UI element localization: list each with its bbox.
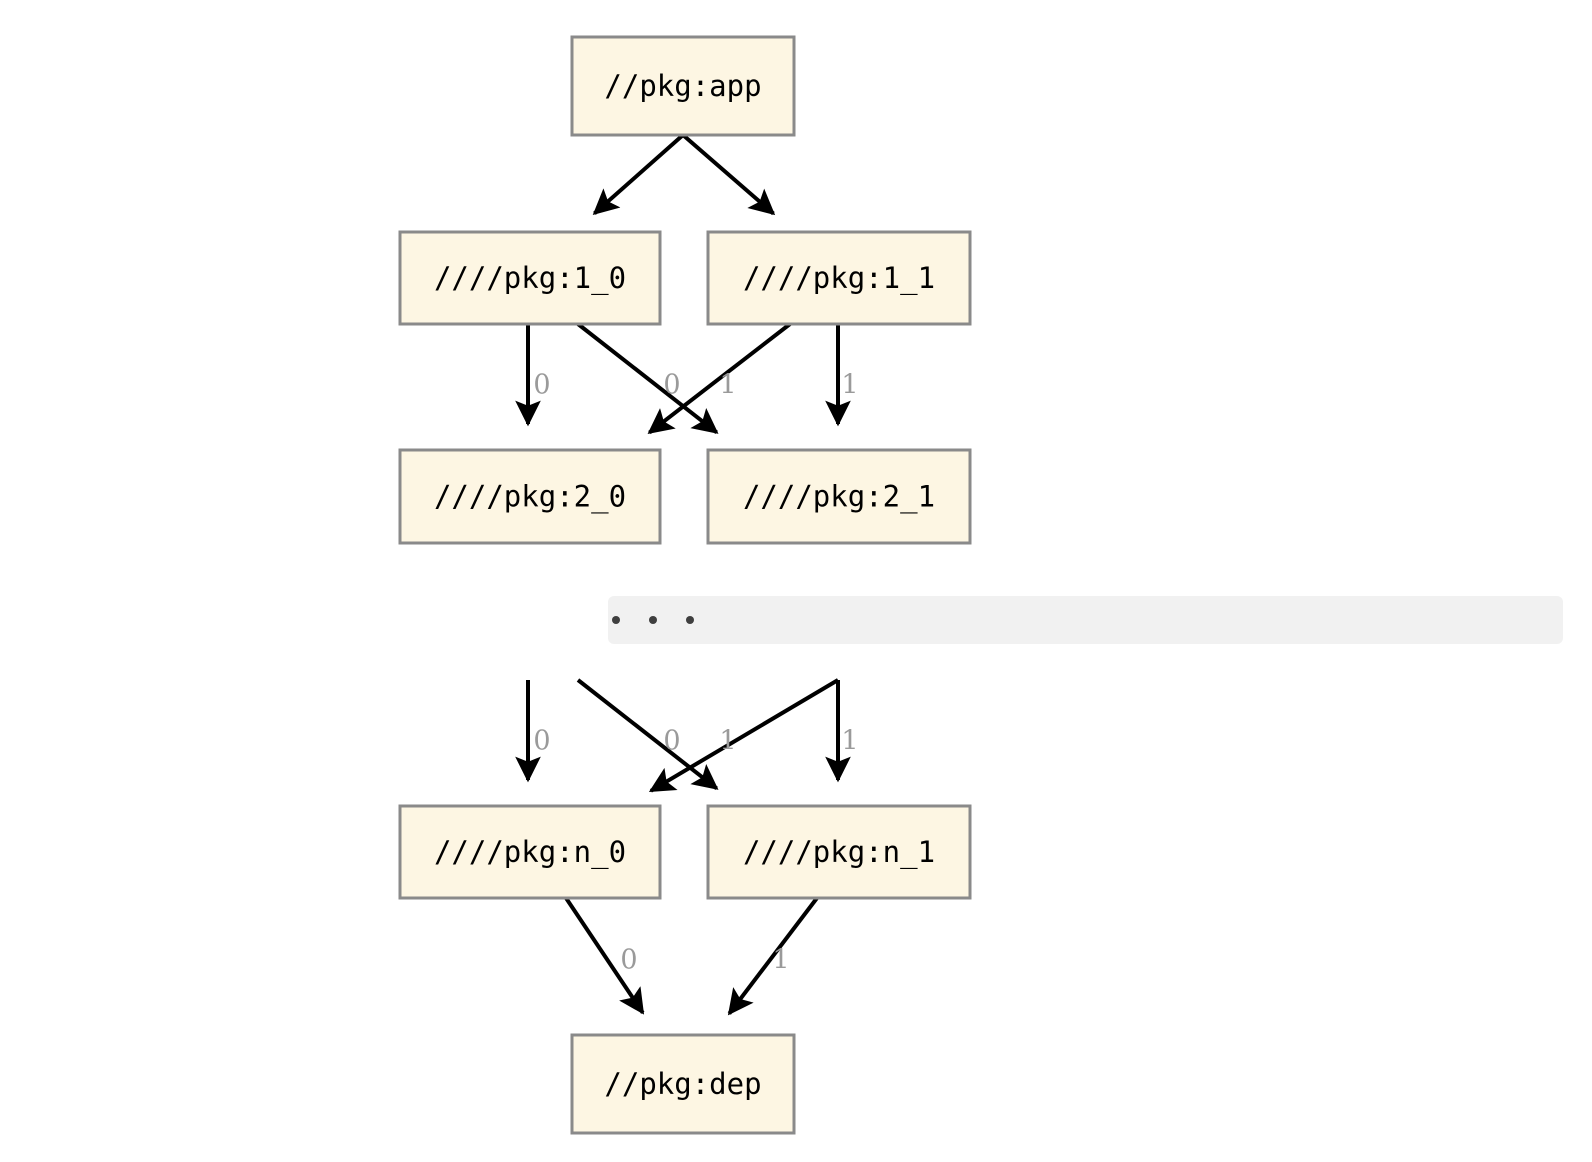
edge-line: [681, 133, 776, 216]
edge-label: 0: [663, 726, 680, 757]
edge-line: [576, 322, 719, 435]
edge-line: [592, 133, 685, 215]
edge-n1_1-to-n2_1: 1: [825, 324, 859, 427]
edge-label: 1: [719, 370, 736, 401]
edges-layer: 0 0 1 1 0 0 1 1 0 1: [515, 133, 859, 1016]
ellipsis-dot-0: [612, 616, 620, 624]
node-box[interactable]: [570, 35, 796, 137]
node-dep[interactable]: //pkg:dep: [570, 1033, 796, 1135]
edge-nn_0-to-dep: 0: [564, 896, 645, 1015]
node-box[interactable]: [398, 804, 662, 900]
edge-to-nn_1: 1: [825, 680, 859, 783]
nodes-layer: //pkg:app ////pkg:1_0 ////pkg:1_1 ////pkg:2…: [398, 35, 972, 1135]
node-n2_0[interactable]: ////pkg:2_0: [398, 448, 662, 545]
node-label: ////pkg:1_1: [743, 261, 935, 296]
node-nn_1[interactable]: ////pkg:n_1: [706, 804, 972, 900]
node-box[interactable]: [398, 230, 662, 326]
node-label: ////pkg:1_0: [434, 261, 626, 296]
edge-app-to-n1_0: [592, 133, 685, 215]
edge-line: [727, 896, 819, 1016]
edge-label: 0: [533, 370, 550, 401]
node-label: //pkg:dep: [604, 1067, 761, 1101]
edge-app-to-n1_1: [681, 133, 776, 216]
node-box[interactable]: [706, 230, 972, 326]
node-box[interactable]: [570, 1033, 796, 1135]
edge-to-nn_1: 0: [576, 678, 719, 791]
edge-label: 0: [533, 726, 550, 757]
node-n1_0[interactable]: ////pkg:1_0: [398, 230, 662, 326]
node-box[interactable]: [706, 804, 972, 900]
node-n1_1[interactable]: ////pkg:1_1: [706, 230, 972, 326]
ellipsis-separator: [608, 596, 1563, 644]
edge-n1_1-to-n2_0: 1: [647, 322, 792, 435]
edge-label: 1: [772, 945, 789, 976]
ellipsis-dot-1: [649, 616, 657, 624]
node-label: ////pkg:2_0: [434, 480, 626, 515]
edge-label: 0: [663, 370, 680, 401]
node-box[interactable]: [706, 448, 972, 545]
node-nn_0[interactable]: ////pkg:n_0: [398, 804, 662, 900]
edge-to-nn_0: 1: [648, 678, 840, 793]
edge-line: [576, 678, 719, 791]
ellipsis-dot-2: [686, 616, 694, 624]
node-label: ////pkg:n_1: [743, 835, 935, 870]
edge-nn_1-to-dep: 1: [727, 896, 819, 1016]
edge-to-nn_0: 0: [515, 680, 551, 783]
edge-label: 0: [620, 945, 637, 976]
edge-n1_0-to-n2_0: 0: [515, 324, 551, 427]
edge-line: [564, 896, 645, 1015]
node-label: ////pkg:n_0: [434, 835, 626, 870]
node-label: //pkg:app: [604, 69, 761, 103]
node-box[interactable]: [398, 448, 662, 545]
ellipsis-band: [608, 596, 1563, 644]
edge-line: [648, 678, 840, 793]
edge-label: 1: [841, 370, 858, 401]
node-n2_1[interactable]: ////pkg:2_1: [706, 448, 972, 545]
edge-n1_0-to-n2_1: 0: [576, 322, 719, 435]
node-label: ////pkg:2_1: [743, 480, 935, 515]
node-app[interactable]: //pkg:app: [570, 35, 796, 137]
edge-line: [647, 322, 792, 435]
edge-label: 1: [719, 726, 736, 757]
edge-label: 1: [841, 726, 858, 757]
